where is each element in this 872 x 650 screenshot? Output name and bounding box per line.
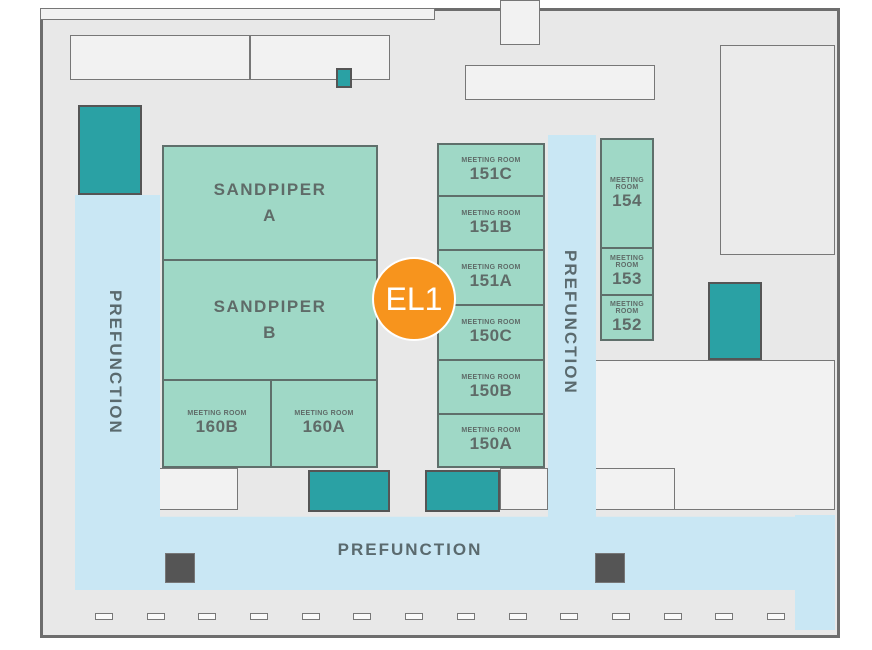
stairwell: [336, 68, 352, 88]
room-label: ROOM: [615, 261, 639, 269]
escalator: [165, 553, 195, 583]
room-name: SANDPIPER: [213, 180, 327, 199]
room-label: MEETING ROOM: [294, 410, 354, 417]
room-number: 160A: [302, 417, 346, 436]
room-number: 153: [612, 268, 642, 288]
prefunction-middle: [548, 135, 596, 520]
room-label: MEETING: [610, 176, 644, 184]
room-label: MEETING ROOM: [461, 156, 521, 164]
room-label: MEETING: [610, 300, 644, 308]
service-rooms: [500, 0, 540, 45]
room-number: 151A: [469, 271, 513, 290]
room-label: MEETING: [610, 254, 644, 262]
restrooms: [308, 470, 390, 512]
prefunction-label-bottom: PREFUNCTION: [337, 540, 483, 559]
room-sandpiper-b[interactable]: SANDPIPER B: [162, 259, 378, 381]
room-number: 154: [612, 190, 642, 210]
room-number: 160B: [195, 417, 239, 436]
loading-area: [720, 45, 835, 255]
service-rooms: [500, 468, 548, 510]
room-number: 150B: [469, 380, 513, 400]
service-rooms: [465, 65, 655, 100]
room-label: ROOM: [615, 183, 639, 191]
service-rooms: [70, 35, 250, 80]
room-label: MEETING ROOM: [461, 319, 521, 326]
window-row: [95, 613, 785, 620]
room-label: MEETING ROOM: [461, 209, 521, 217]
location-marker-el1[interactable]: EL1: [372, 257, 456, 341]
service-rooms: [250, 35, 390, 80]
room-label: MEETING ROOM: [187, 410, 247, 417]
room-letter: A: [263, 206, 277, 225]
prefunction-bottom: [75, 516, 795, 590]
room-number: 152: [612, 314, 642, 334]
room-number: 151C: [469, 163, 513, 183]
ramp: [795, 515, 835, 630]
restrooms: [425, 470, 500, 512]
prefunction-label-middle: PREFUNCTION: [561, 250, 580, 395]
stairwell: [78, 105, 142, 195]
room-letter: B: [263, 323, 277, 342]
room-sandpiper-a[interactable]: SANDPIPER A: [162, 145, 378, 261]
stairwell: [708, 282, 762, 360]
room-label: ROOM: [615, 307, 639, 315]
prefunction-label-left: PREFUNCTION: [106, 290, 125, 435]
room-number: 150C: [469, 326, 513, 345]
room-label: MEETING ROOM: [461, 373, 521, 381]
escalator: [595, 553, 625, 583]
service-rooms: [595, 468, 675, 510]
service-rooms: [148, 468, 238, 510]
room-name: SANDPIPER: [213, 297, 327, 316]
service-area: [40, 8, 435, 20]
room-label: MEETING ROOM: [461, 264, 521, 271]
room-label: MEETING ROOM: [461, 427, 521, 434]
room-number: 150A: [469, 434, 513, 453]
room-number: 151B: [469, 216, 513, 236]
